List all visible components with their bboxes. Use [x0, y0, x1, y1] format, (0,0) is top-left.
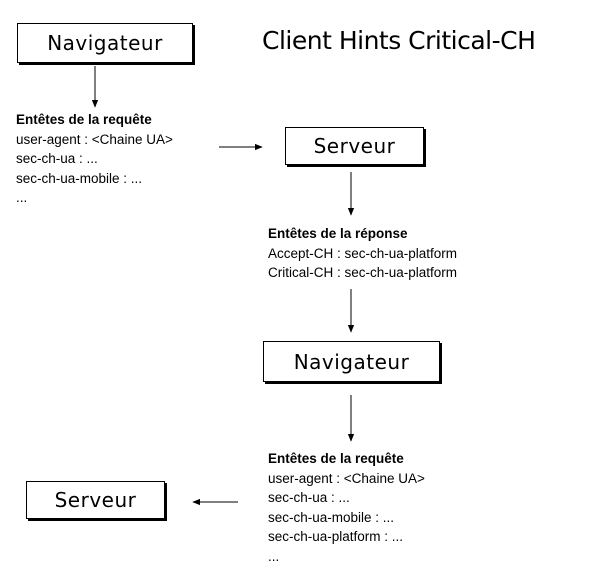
request-headers-1-title: Entêtes de la requête	[16, 112, 152, 127]
server-box-bottom: Serveur	[26, 481, 165, 519]
request-headers-2: Entêtes de la requête user-agent : <Chai…	[268, 449, 425, 566]
response-headers-line: Accept-CH : sec-ch-ua-platform	[268, 245, 458, 261]
request-headers-2-line: sec-ch-ua : ...	[268, 490, 350, 505]
request-headers-2-line: user-agent : <Chaine UA>	[268, 470, 425, 486]
request-headers-1-line: sec-ch-ua-mobile : ...	[16, 170, 143, 186]
response-headers-title: Entêtes de la réponse	[268, 226, 408, 241]
request-headers-2-line: sec-ch-ua-mobile : ...	[268, 509, 395, 525]
browser-box-mid: Navigateur	[263, 341, 440, 382]
browser-box-top: Navigateur	[17, 23, 193, 63]
request-headers-1-line: ...	[16, 190, 28, 205]
request-headers-2-title: Entêtes de la requête	[268, 451, 404, 466]
request-headers-2-line: ...	[268, 548, 280, 564]
response-headers: Entêtes de la réponse Accept-CH : sec-ch…	[268, 224, 457, 283]
request-headers-1-line: sec-ch-ua : ...	[16, 151, 98, 166]
diagram-title: Client Hints Critical-CH	[262, 26, 536, 55]
response-headers-line: Critical-CH : sec-ch-ua-platform	[268, 265, 458, 280]
request-headers-1: Entêtes de la requête user-agent : <Chai…	[16, 110, 173, 208]
request-headers-2-line: sec-ch-ua-platform : ...	[268, 529, 404, 544]
request-headers-1-line: user-agent : <Chaine UA>	[16, 131, 173, 147]
server-box-top: Serveur	[285, 127, 424, 165]
